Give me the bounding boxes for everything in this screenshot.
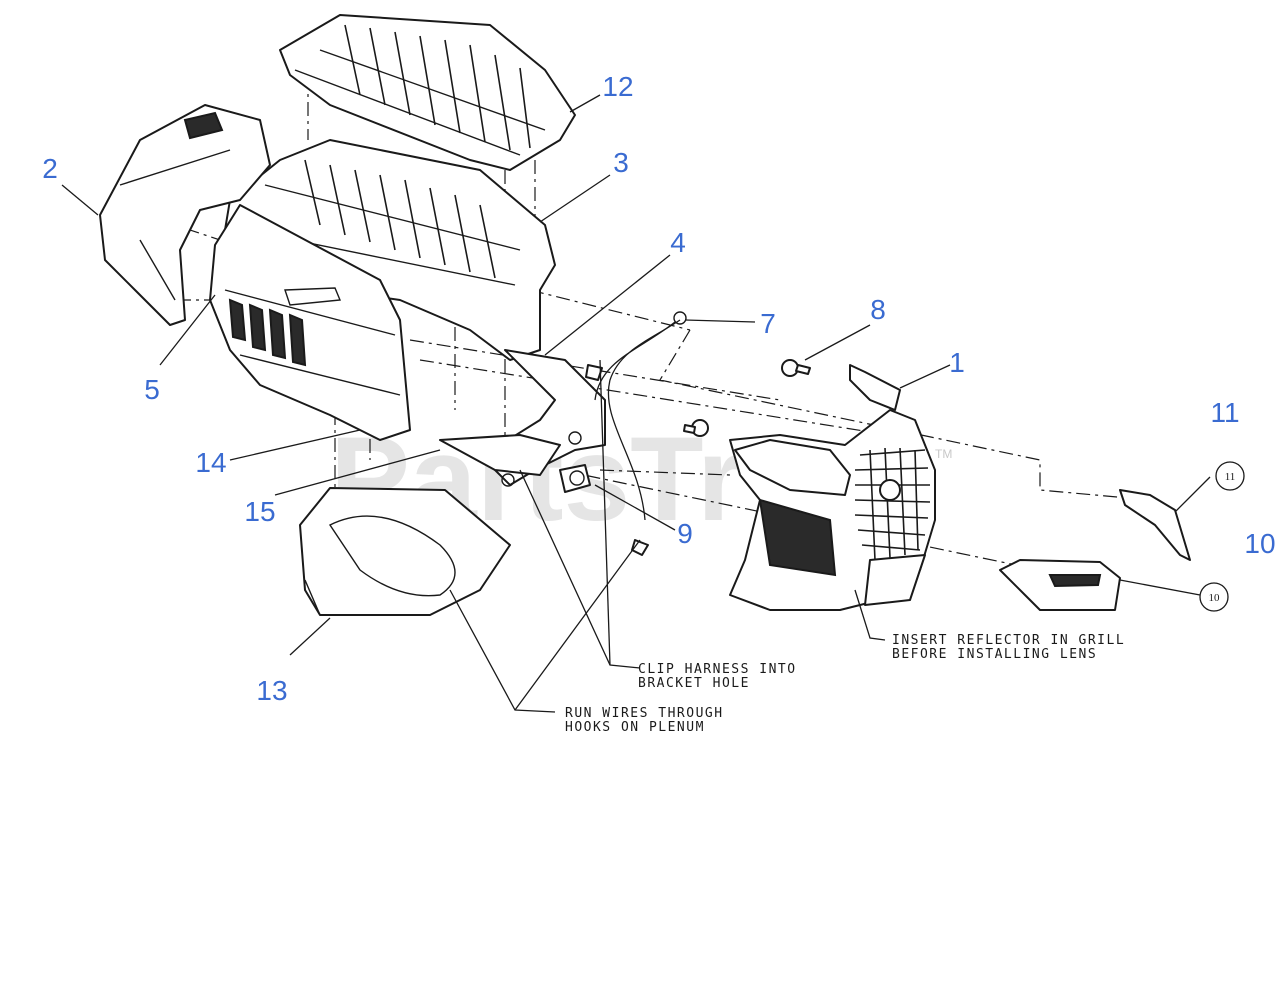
note-clip-line2: BRACKET HOLE bbox=[638, 676, 750, 691]
callout-13: 13 bbox=[256, 675, 287, 706]
callout-10: 10 bbox=[1244, 528, 1275, 559]
note-run-line2: HOOKS ON PLENUM bbox=[565, 720, 705, 735]
circled-number-11: 11 bbox=[1225, 471, 1236, 483]
callout-12: 12 bbox=[602, 71, 633, 102]
part-2-left-side-panel bbox=[99, 104, 271, 326]
note-run-line1: RUN WIRES THROUGH bbox=[565, 706, 724, 721]
callout-2: 2 bbox=[42, 153, 58, 184]
part-3-hood bbox=[219, 139, 556, 361]
callout-numbers: 1 2 3 4 5 7 8 9 10 11 12 13 14 15 bbox=[42, 71, 1275, 706]
note-clip-line1: CLIP HARNESS INTO bbox=[638, 662, 797, 677]
part-9-bulb-socket bbox=[559, 464, 591, 493]
part-15-mounting-plate bbox=[439, 434, 561, 476]
callout-8: 8 bbox=[870, 294, 886, 325]
callout-leaders bbox=[61, 94, 1211, 713]
note-run-wires: RUN WIRES THROUGH HOOKS ON PLENUM bbox=[565, 706, 724, 735]
circled-callout-11: 11 bbox=[1215, 461, 1245, 491]
part-13-plenum bbox=[299, 487, 511, 616]
part-8-push-pin bbox=[781, 359, 811, 377]
part-8-push-pin-2 bbox=[683, 419, 709, 437]
part-7-wire-harness bbox=[585, 311, 687, 556]
note-insert-reflector: INSERT REFLECTOR IN GRILL BEFORE INSTALL… bbox=[892, 633, 1125, 662]
side-vents bbox=[228, 298, 307, 367]
callout-14: 14 bbox=[195, 447, 226, 478]
callout-7: 7 bbox=[760, 308, 776, 339]
part-11-lens-right bbox=[1119, 489, 1191, 561]
part-1-front-grille bbox=[729, 364, 936, 611]
circled-callout-10: 10 bbox=[1199, 582, 1229, 612]
note-insert-line2: BEFORE INSTALLING LENS bbox=[892, 647, 1097, 662]
note-clip-harness: CLIP HARNESS INTO BRACKET HOLE bbox=[638, 662, 797, 691]
watermark-tm: TM bbox=[935, 447, 952, 461]
callout-11: 11 bbox=[1210, 397, 1239, 428]
part-12-hood-grille-top bbox=[279, 14, 576, 171]
part-10-lens-left bbox=[999, 559, 1121, 611]
callout-15: 15 bbox=[244, 496, 275, 527]
callout-9: 9 bbox=[677, 518, 693, 549]
callout-1: 1 bbox=[949, 347, 965, 378]
callout-5: 5 bbox=[144, 374, 160, 405]
callout-4: 4 bbox=[670, 227, 686, 258]
note-insert-line1: INSERT REFLECTOR IN GRILL bbox=[892, 633, 1125, 648]
part-14-side-panel bbox=[209, 204, 411, 441]
circled-number-10: 10 bbox=[1209, 592, 1221, 604]
callout-3: 3 bbox=[613, 147, 629, 178]
